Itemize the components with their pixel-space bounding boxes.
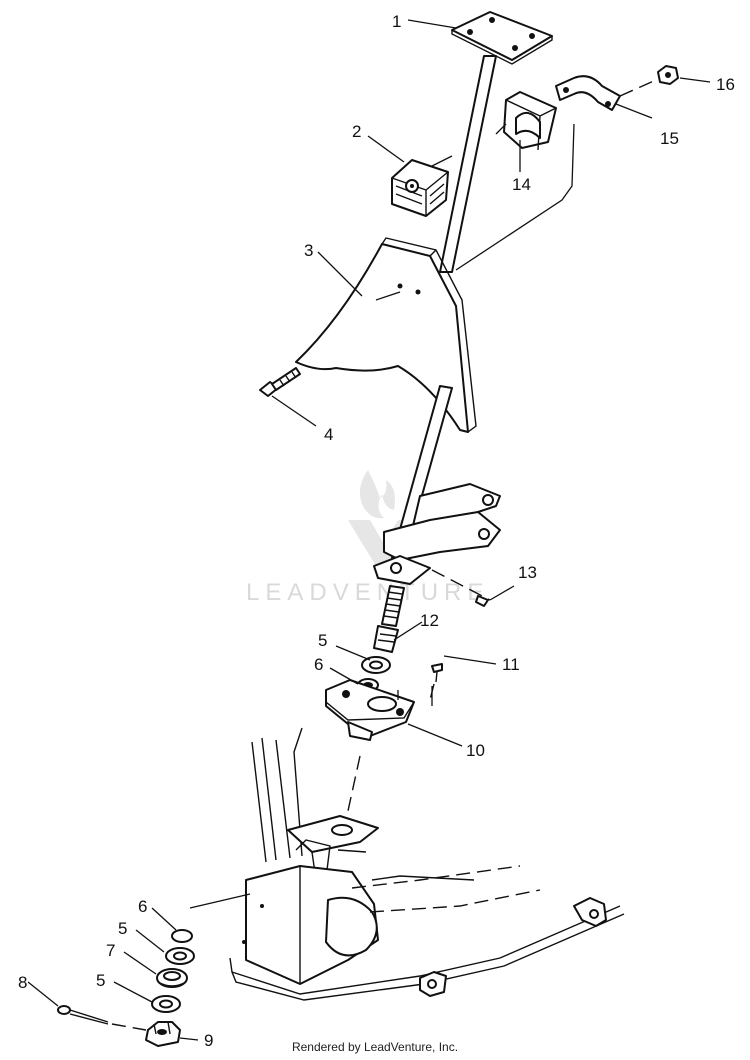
alignment-line	[345, 755, 361, 821]
footer-credit: Rendered by LeadVenture, Inc.	[291, 1040, 459, 1054]
callout-11: 11	[502, 655, 520, 674]
column-mount-bracket	[373, 483, 501, 601]
callouts: 1 2 3 4 5 6 10 11 12 13 14 15 16 6 5 7 5…	[18, 12, 735, 1050]
callout-5a: 5	[318, 631, 327, 650]
leader-lines	[27, 19, 711, 1041]
part-5-washer-middle	[165, 947, 195, 965]
callout-8: 8	[18, 973, 27, 992]
callout-7: 7	[106, 941, 115, 960]
part-6-washer-lower	[171, 929, 193, 943]
part-13-screw	[475, 595, 489, 607]
callout-6a: 6	[314, 655, 323, 674]
callout-6b: 6	[138, 897, 147, 916]
part-7-bearing	[156, 968, 188, 988]
part-5-washer-lower	[151, 995, 181, 1013]
callout-5b: 5	[118, 919, 127, 938]
callout-10: 10	[466, 741, 485, 760]
part-1-wheel-plate	[451, 11, 553, 65]
part-14-bushing	[503, 91, 557, 151]
callout-13: 13	[518, 563, 537, 582]
part-16-nut	[657, 65, 679, 85]
part-5-washer-upper	[361, 656, 391, 674]
callout-16: 16	[716, 75, 735, 94]
part-2-bushing-block	[391, 159, 449, 217]
callout-15: 15	[660, 129, 679, 148]
callout-3: 3	[304, 241, 313, 260]
callout-4: 4	[324, 425, 333, 444]
steering-column-upper	[439, 55, 497, 273]
frame-chassis	[189, 727, 625, 1001]
callout-5c: 5	[96, 971, 105, 990]
part-9-castle-nut	[145, 1021, 181, 1047]
callout-2: 2	[352, 122, 361, 141]
watermark: LEADVENTURE	[246, 470, 489, 606]
callout-14: 14	[512, 175, 531, 194]
callout-1: 1	[392, 12, 401, 31]
splined-shaft	[373, 585, 405, 653]
watermark-text: LEADVENTURE	[246, 579, 489, 606]
part-4-long-bolt	[259, 367, 301, 397]
part-15-clamp	[555, 75, 621, 111]
part-8-cotter-pin	[57, 1005, 147, 1031]
part-10-bearing-housing	[325, 679, 433, 741]
callout-9: 9	[204, 1031, 213, 1050]
callout-12: 12	[420, 611, 439, 630]
